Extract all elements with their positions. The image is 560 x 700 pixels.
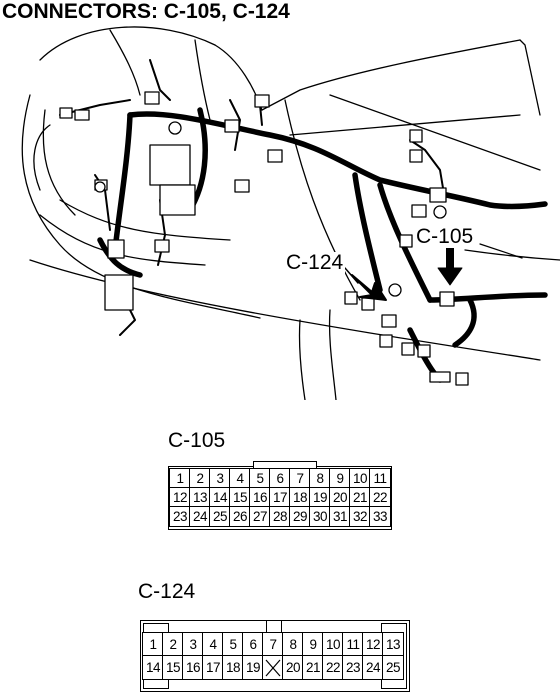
c105-pin: 33 bbox=[369, 506, 391, 527]
c105-pin: 15 bbox=[229, 487, 251, 508]
c105-pin: 16 bbox=[249, 487, 271, 508]
callout-arrows bbox=[344, 243, 523, 301]
c105-pin: 2 bbox=[189, 468, 211, 489]
c124-pin: 17 bbox=[202, 655, 224, 680]
c105-pin: 28 bbox=[269, 506, 291, 527]
c124-pin: 15 bbox=[162, 655, 184, 680]
c124-pin: 1 bbox=[142, 632, 164, 657]
c124-pin: 22 bbox=[322, 655, 344, 680]
c105-pin: 7 bbox=[289, 468, 311, 489]
c124-pin: 20 bbox=[282, 655, 304, 680]
c105-pin: 10 bbox=[349, 468, 371, 489]
c105-pin: 1 bbox=[169, 468, 191, 489]
c124-pin: 14 bbox=[142, 655, 164, 680]
c124-pin: 11 bbox=[342, 632, 364, 657]
c105-pin: 21 bbox=[349, 487, 371, 508]
c124-pin: 23 bbox=[342, 655, 364, 680]
c105-pin: 3 bbox=[209, 468, 231, 489]
c124-pin: 6 bbox=[242, 632, 264, 657]
c124-pin: 19 bbox=[242, 655, 264, 680]
c124-pin: 25 bbox=[382, 655, 404, 680]
c105-pin: 23 bbox=[169, 506, 191, 527]
c124-pin: 8 bbox=[282, 632, 304, 657]
c124-pin: 16 bbox=[182, 655, 204, 680]
c105-pin: 19 bbox=[309, 487, 331, 508]
c105-pin: 24 bbox=[189, 506, 211, 527]
c105-pin: 26 bbox=[229, 506, 251, 527]
c105-pin: 27 bbox=[249, 506, 271, 527]
c124-pin: 5 bbox=[222, 632, 244, 657]
c124-pin: 12 bbox=[362, 632, 384, 657]
callout-c105: C-105 bbox=[414, 225, 476, 248]
c124-pin: 13 bbox=[382, 632, 404, 657]
c105-pin: 30 bbox=[309, 506, 331, 527]
c124-pin: 7 bbox=[262, 632, 284, 657]
c105-pin: 13 bbox=[189, 487, 211, 508]
c124-pin: 2 bbox=[162, 632, 184, 657]
page-title: CONNECTORS: C-105, C-124 bbox=[2, 0, 290, 23]
c105-pin: 4 bbox=[229, 468, 251, 489]
dashboard-wiring-illustration bbox=[21, 26, 560, 400]
c124-pin: 10 bbox=[322, 632, 344, 657]
c105-pin: 5 bbox=[249, 468, 271, 489]
c124-label: C-124 bbox=[138, 580, 196, 603]
c105-pin: 29 bbox=[289, 506, 311, 527]
c105-pin: 9 bbox=[329, 468, 351, 489]
c124-pin: 3 bbox=[182, 632, 204, 657]
dashboard-outline bbox=[21, 26, 560, 400]
c124-blank-cavity-icon bbox=[262, 655, 284, 680]
c105-pin: 6 bbox=[269, 468, 291, 489]
c105-pin: 14 bbox=[209, 487, 231, 508]
c105-pin: 8 bbox=[309, 468, 331, 489]
c105-pin: 22 bbox=[369, 487, 391, 508]
callout-c124: C-124 bbox=[284, 251, 346, 274]
component-blocks bbox=[59, 91, 469, 386]
c105-pin: 25 bbox=[209, 506, 231, 527]
c105-pin: 32 bbox=[349, 506, 371, 527]
c124-pin: 4 bbox=[202, 632, 224, 657]
c124-pin: 21 bbox=[302, 655, 324, 680]
c105-pin: 17 bbox=[269, 487, 291, 508]
c105-pin: 31 bbox=[329, 506, 351, 527]
c105-pin: 11 bbox=[369, 468, 391, 489]
c105-pin: 18 bbox=[289, 487, 311, 508]
c105-label: C-105 bbox=[168, 429, 226, 452]
c124-pin: 9 bbox=[302, 632, 324, 657]
c124-pin: 24 bbox=[362, 655, 384, 680]
c124-pin: 18 bbox=[222, 655, 244, 680]
c105-pin: 12 bbox=[169, 487, 191, 508]
c105-pin: 20 bbox=[329, 487, 351, 508]
